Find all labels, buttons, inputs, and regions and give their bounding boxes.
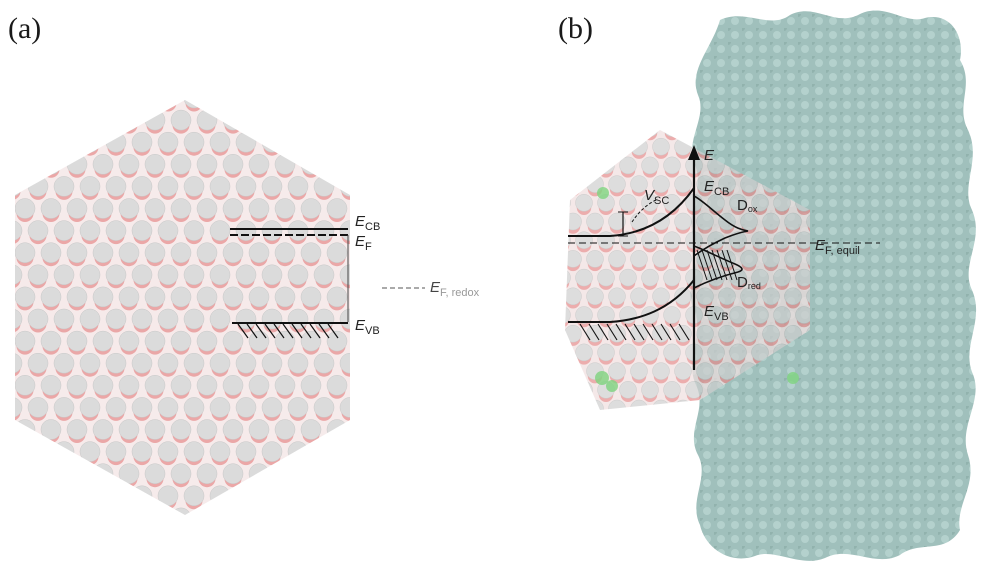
nanocrystal-a	[15, 100, 350, 515]
green-ligand-atoms	[595, 187, 799, 392]
d-ox-label: Dox	[737, 197, 758, 214]
ef-label-a: EF	[355, 233, 372, 253]
panel-b: (b) E	[558, 10, 977, 561]
energy-axis-label: E	[704, 147, 715, 164]
evb-label-a: EVB	[355, 317, 380, 337]
panel-b-label: (b)	[558, 12, 593, 45]
d-red-label: Dred	[737, 274, 761, 291]
energy-diagram-b	[568, 145, 880, 370]
vb-hatching-b	[579, 323, 690, 341]
vsc-bracket	[618, 211, 628, 237]
ef-equil-label: EF, equil	[815, 237, 860, 257]
cb-band-bending	[568, 187, 695, 237]
panel-a-label: (a)	[8, 12, 41, 45]
panel-a: (a) ECB EF EVB EF, redox	[8, 12, 480, 515]
vsc-label: VSC	[644, 187, 669, 207]
ef-redox-label: EF, redox	[430, 279, 480, 299]
vb-hatching	[237, 323, 339, 339]
d-ox-distribution	[693, 195, 749, 257]
vsc-pointer	[631, 199, 657, 223]
vb-band-bending	[568, 279, 695, 323]
ecb-label-a: ECB	[355, 213, 380, 233]
energy-diagram-a: ECB EF EVB EF, redox	[230, 213, 480, 339]
ecb-label-b: ECB	[704, 178, 729, 198]
evb-label-b: EVB	[704, 303, 729, 323]
energy-axis-arrowhead	[688, 145, 700, 160]
d-red-hatching	[696, 249, 738, 281]
solvent-region	[690, 10, 977, 561]
